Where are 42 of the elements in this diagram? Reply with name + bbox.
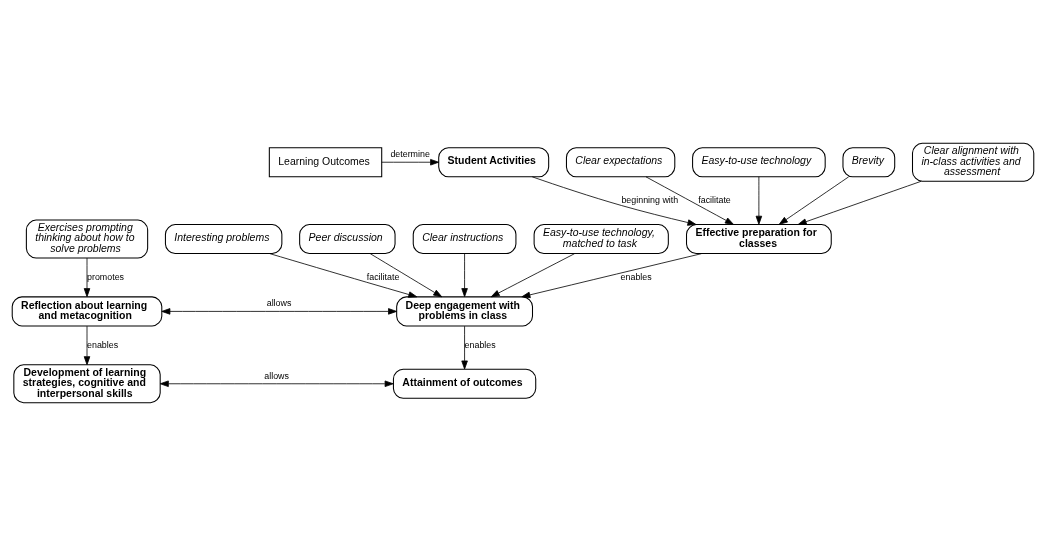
edge-label: enables: [464, 339, 496, 350]
arrow: [461, 253, 468, 298]
edge-label: promotes: [87, 271, 125, 282]
node-box: Exercises prompting thinking about how to solve problems: [25, 219, 149, 259]
edge-label: facilitate: [366, 271, 400, 282]
arrow: [381, 159, 440, 166]
node-box: Deep engagement with problems in class: [396, 296, 534, 327]
node-box: Interesting problems: [164, 223, 283, 255]
arrow: [461, 325, 468, 370]
edge-label: enables: [87, 339, 119, 350]
arrow: [161, 308, 397, 315]
node-box: Effective preparation for classes: [686, 223, 832, 255]
arrow: [490, 253, 575, 298]
arrow: [269, 253, 418, 298]
arrow: [645, 176, 734, 225]
edge-label: facilitate: [698, 194, 731, 205]
edge-label: allows: [266, 298, 292, 309]
node-box: Easy-to-use technology, matched to task: [533, 223, 669, 255]
arrow: [755, 176, 763, 225]
node-box: Brevity: [842, 147, 896, 178]
arrow: [369, 253, 443, 298]
node-box: Clear expectations: [565, 147, 676, 178]
node-box: Attainment of outcomes: [392, 368, 537, 399]
node-box: Clear instructions: [412, 223, 517, 255]
node-box: Clear alignment with in-class activities and assessment: [911, 142, 1035, 182]
edge-label: enables: [620, 271, 652, 282]
arrow: [531, 176, 697, 226]
node-box: Reflection about learning and metacognition: [11, 296, 163, 327]
node-box: Easy-to-use technology: [692, 147, 826, 178]
edge-label: determine: [390, 149, 430, 160]
edge-label: beginning with: [621, 194, 679, 205]
edge-label: allows: [264, 370, 289, 381]
node-box: Student Activities: [438, 147, 550, 178]
arrow: [159, 380, 394, 387]
arrow: [521, 253, 702, 299]
arrow: [797, 180, 922, 225]
node-box: Learning Outcomes: [268, 147, 383, 178]
arrow: [83, 325, 91, 366]
node-box: Development of learning strategies, cognitive and interpersonal skills: [13, 364, 161, 404]
arrow: [778, 176, 850, 225]
arrow: [83, 257, 91, 298]
node-box: Peer discussion: [299, 223, 396, 255]
